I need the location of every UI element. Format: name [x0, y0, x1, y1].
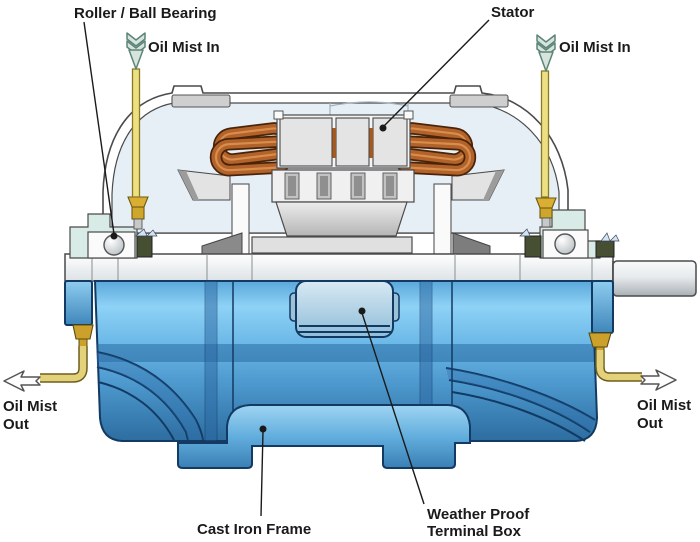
seal-wing	[146, 229, 158, 237]
seal-wing	[609, 234, 620, 242]
frame-callout-dot	[259, 425, 267, 433]
label-roller-ball-bearing: Roller / Ball Bearing	[74, 5, 217, 22]
terminal-box-callout-dot	[358, 307, 366, 315]
fitting-nut	[133, 218, 143, 230]
rotor-hub	[275, 201, 408, 237]
oil-pipe-out-right	[595, 350, 642, 382]
label-terminal-box-2: Terminal Box	[427, 523, 522, 540]
stator-clip	[273, 110, 284, 120]
shaft	[64, 253, 697, 297]
terminal-box-body	[295, 280, 394, 338]
labyrinth-seal-right-inner	[524, 235, 542, 258]
frame-body	[93, 280, 599, 442]
oil-drain-fitting-left	[78, 338, 88, 348]
shaft-band	[64, 253, 614, 282]
rotor	[251, 169, 415, 254]
callouts	[83, 19, 490, 517]
oil-mist-in-arrow-right	[536, 34, 556, 72]
label-oil-mist-out-left-1: Oil Mist	[3, 398, 57, 415]
oil-mist-out-arrow-left	[3, 370, 41, 392]
label-terminal-box-1: Weather Proof	[427, 506, 530, 523]
seal-wing	[519, 228, 531, 237]
label-oil-mist-in-right: Oil Mist In	[559, 39, 631, 56]
oil-pipe-in-right	[540, 70, 550, 198]
end-bell-left	[64, 280, 93, 326]
shell-bolt-left	[171, 94, 231, 108]
brace-right-shade	[483, 170, 504, 200]
label-oil-mist-out-left-2: Out	[3, 416, 29, 433]
shaft-seams	[91, 254, 593, 281]
stator-lamination	[335, 117, 370, 167]
frame-inner-supports	[201, 183, 491, 256]
fitting-nut	[541, 217, 551, 228]
ball-bearing-right	[554, 233, 576, 255]
frame-rib-strip-left	[204, 280, 218, 442]
support-column-right	[433, 183, 452, 255]
oil-inlet-fitting-left	[131, 206, 145, 220]
bearing-assembly-right	[519, 197, 620, 259]
label-cast-iron-frame: Cast Iron Frame	[197, 521, 311, 538]
seal-wing	[135, 228, 148, 237]
oil-inlet-fitting-left	[127, 196, 149, 208]
frame-fins-right	[445, 367, 596, 442]
frame-rib-right	[452, 232, 491, 256]
label-oil-mist-in-left: Oil Mist In	[148, 39, 220, 56]
stator-slot-copper	[369, 128, 373, 158]
stator-callout-dot	[379, 124, 387, 132]
frame-rib-left	[201, 232, 243, 256]
end-bracket-braces	[177, 169, 505, 201]
diagram-labels: Roller / Ball Bearing Stator Oil Mist In…	[3, 4, 691, 540]
seal-wing	[600, 232, 611, 242]
stator-slot-copper	[332, 128, 336, 158]
stator-callout-line	[383, 19, 490, 127]
label-stator: Stator	[491, 4, 535, 21]
oil-pipe-out-left	[40, 346, 88, 383]
label-oil-mist-out-right-1: Oil Mist	[637, 397, 691, 414]
oil-inlet-fitting-right	[539, 207, 553, 219]
stator-core	[273, 110, 414, 169]
labyrinth-seal-left	[136, 235, 153, 258]
oil-inlet-fitting-right	[535, 197, 557, 209]
end-bell-right	[591, 280, 614, 334]
labyrinth-seal-right-outer	[595, 240, 615, 258]
terminal-box-gasket-lines	[298, 325, 391, 333]
oil-mist-out-arrow-right	[640, 369, 677, 391]
bearing-callout-line	[83, 21, 115, 235]
brace-left-shade	[178, 170, 199, 200]
oil-pipe-in-left	[131, 68, 141, 198]
oil-drain-fitting-right	[588, 332, 612, 348]
terminal-box	[289, 280, 400, 338]
bearing-callout-dot	[110, 232, 118, 240]
stator-clip	[403, 110, 414, 120]
shell-bolt-right	[449, 94, 509, 108]
terminal-box-callout-line	[361, 312, 425, 505]
stator-lamination	[279, 117, 333, 167]
stator-lamination	[372, 117, 408, 167]
shaft-collar	[251, 236, 413, 254]
oil-drain-fitting-left	[72, 324, 94, 340]
label-oil-mist-out-right-2: Out	[637, 415, 663, 432]
cast-iron-frame	[64, 280, 614, 469]
shaft-extension	[612, 260, 697, 297]
rotor-slots	[284, 172, 398, 200]
frame-callout-line	[260, 430, 264, 517]
frame-fins-left	[96, 351, 204, 441]
frame-shadow-band	[97, 344, 594, 362]
oil-mist-in-arrow-left	[126, 32, 146, 70]
